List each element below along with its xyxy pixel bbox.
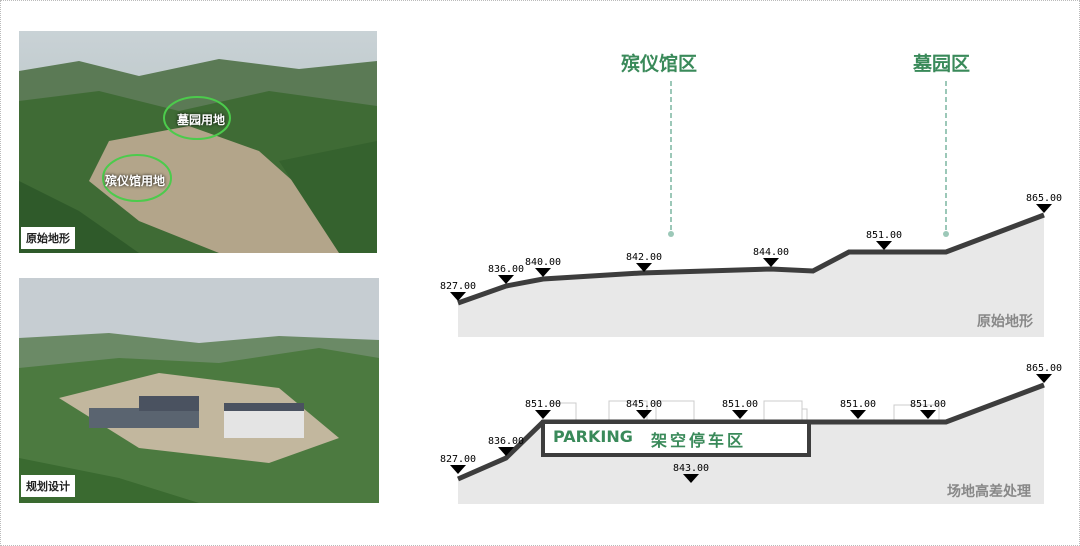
elevation-marker-icon <box>636 410 652 419</box>
photo-original-terrain: 墓园用地 殡仪馆用地 原始地形 <box>19 31 377 253</box>
photo-tag: 规划设计 <box>21 475 75 497</box>
section-original-title: 原始地形 <box>977 314 1033 330</box>
parking-cn-label: 架空停车区 <box>651 431 747 450</box>
elevation-label: 827.00 <box>440 454 476 465</box>
zone-funeral-title: 殡仪馆区 <box>621 53 698 75</box>
elevation-label: 851.00 <box>840 399 876 410</box>
photo-planned-design: 规划设计 <box>19 278 379 503</box>
elevation-marker-icon <box>683 474 699 483</box>
elevation-label: 865.00 <box>1026 363 1062 374</box>
elevation-label: 845.00 <box>626 399 662 410</box>
elevation-label: 851.00 <box>525 399 561 410</box>
elevation-label: 842.00 <box>626 252 662 263</box>
cemetery-land-label: 墓园用地 <box>177 113 226 127</box>
elevation-label: 851.00 <box>910 399 946 410</box>
elevation-label: 844.00 <box>753 247 789 258</box>
zone-cemetery-title: 墓园区 <box>913 53 971 75</box>
aerial-photo-planned <box>19 278 379 503</box>
elevation-marker-icon <box>498 275 514 284</box>
elevation-marker-icon <box>732 410 748 419</box>
elevation-marker-icon <box>498 447 514 456</box>
elevation-marker-icon <box>1036 374 1052 383</box>
elevation-label: 840.00 <box>525 257 561 268</box>
elevation-marker-icon <box>450 465 466 474</box>
elevation-marker-icon <box>1036 204 1052 213</box>
elevation-label: 851.00 <box>866 230 902 241</box>
elevation-marker-icon <box>876 241 892 250</box>
elevation-marker-icon <box>535 268 551 277</box>
elevation-marker-icon <box>636 263 652 272</box>
elevation-label: 865.00 <box>1026 193 1062 204</box>
elevation-label: 851.00 <box>722 399 758 410</box>
section-processed: 827.00 836.00 851.00 845.00 843.00 851.00 851.… <box>440 363 1062 504</box>
section-processed-title: 场地高差处理 <box>947 484 1031 500</box>
aerial-photo-original <box>19 31 377 253</box>
elevation-marker-icon <box>450 292 466 301</box>
elevation-label: 836.00 <box>488 264 524 275</box>
parking-en-label: PARKING <box>553 427 633 446</box>
funeral-land-label: 殡仪馆用地 <box>105 174 166 188</box>
elevation-marker-icon <box>850 410 866 419</box>
elevation-marker-icon <box>920 410 936 419</box>
elevation-label: 827.00 <box>440 281 476 292</box>
elevation-marker-icon <box>763 258 779 267</box>
photo-tag: 原始地形 <box>21 227 75 249</box>
elevation-label: 836.00 <box>488 436 524 447</box>
elevation-marker-icon <box>535 410 551 419</box>
elevation-label: 843.00 <box>673 463 709 474</box>
zone-leader-lines <box>668 81 949 237</box>
